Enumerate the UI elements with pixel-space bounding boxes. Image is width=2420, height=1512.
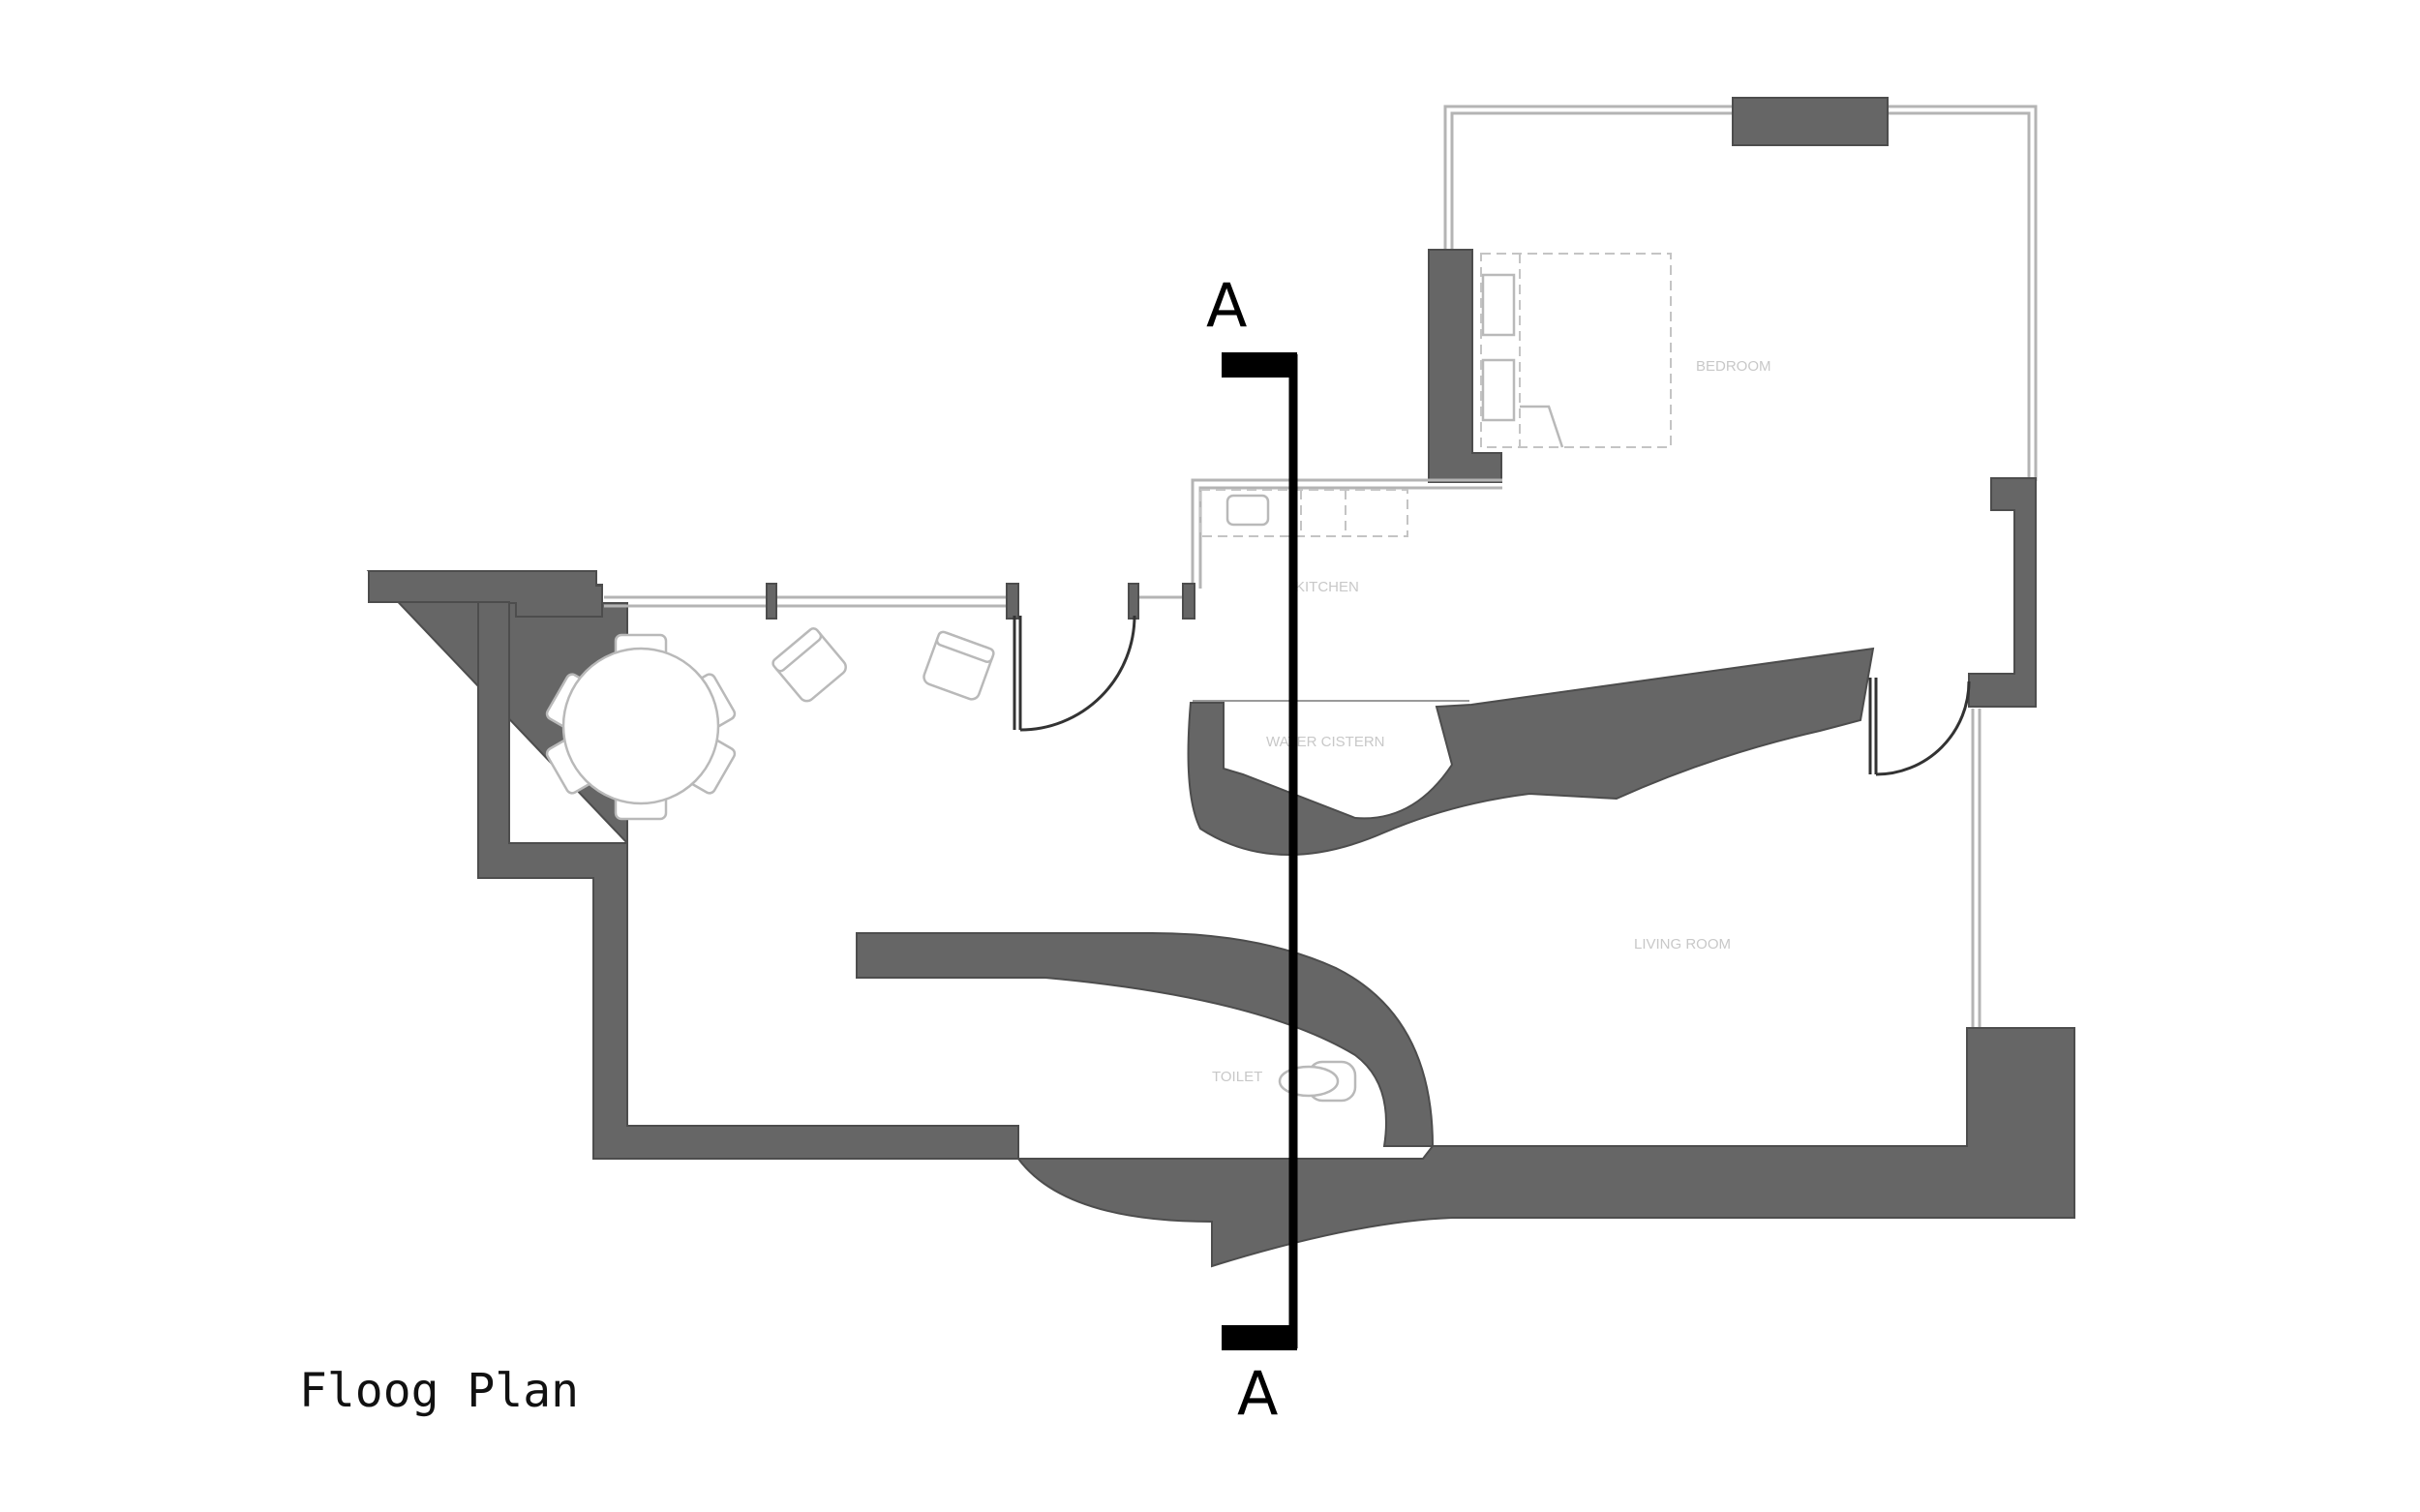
section-label-top: A bbox=[1206, 270, 1247, 341]
water-cistern-wall bbox=[1187, 647, 1875, 857]
entry-door bbox=[1013, 615, 1136, 732]
kitchen-counter bbox=[1191, 478, 1502, 589]
bedroom-left-wall bbox=[1428, 249, 1502, 483]
lounge-chair-1 bbox=[771, 627, 847, 703]
section-cut-line bbox=[1222, 352, 1298, 1350]
terrace-wall-main bbox=[368, 570, 603, 618]
toilet-label: TOILET bbox=[1212, 1069, 1262, 1085]
lounge-chair-2 bbox=[923, 630, 995, 701]
railing-post-1 bbox=[766, 583, 777, 620]
section-marker-bottom-bar bbox=[1222, 1325, 1297, 1350]
kitchen-label: KITCHEN bbox=[1295, 579, 1359, 595]
bedroom-label: BEDROOM bbox=[1696, 358, 1771, 375]
section-marker-top-bar bbox=[1222, 352, 1297, 378]
railing-post-4 bbox=[1182, 583, 1195, 620]
south-wall bbox=[1016, 1027, 2075, 1268]
water-cistern-label: WATER CISTERN bbox=[1266, 734, 1385, 750]
west-wall bbox=[477, 601, 1019, 1160]
dining-table bbox=[545, 633, 737, 821]
living-room-label: LIVING ROOM bbox=[1634, 936, 1731, 953]
terrace-railing bbox=[604, 595, 1187, 608]
bedroom-door bbox=[1868, 678, 1971, 776]
drawing-title: Floog Plan bbox=[299, 1364, 579, 1418]
toilet-curved-wall bbox=[856, 932, 1435, 1147]
bedroom-window-wall bbox=[1732, 97, 1889, 146]
bedroom-right-wall bbox=[1968, 477, 2037, 708]
railing-post-3 bbox=[1128, 583, 1139, 620]
living-room-right-window bbox=[1971, 709, 1981, 1028]
section-label-bottom: A bbox=[1237, 1358, 1278, 1429]
kitchen-sink bbox=[1225, 494, 1270, 527]
bedroom-outline bbox=[1443, 105, 2038, 481]
bed bbox=[1480, 253, 1672, 448]
railing-post-2 bbox=[1006, 583, 1019, 620]
